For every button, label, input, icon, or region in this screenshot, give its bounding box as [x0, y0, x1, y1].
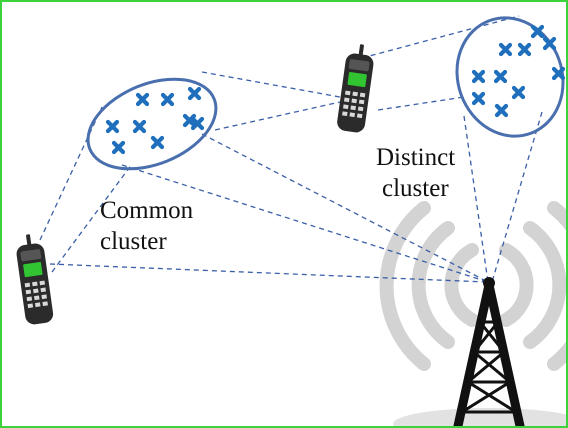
path-common-phone2-top — [201, 71, 341, 98]
x-mark-icon — [105, 119, 120, 134]
path-distinct-tower-1 — [463, 115, 489, 283]
path-common-phone2-bottom — [214, 101, 341, 131]
common-cluster-ellipse — [86, 77, 218, 171]
wave-right-inner — [499, 243, 534, 327]
x-mark-icon — [187, 86, 202, 101]
path-phone1-common-bottom — [51, 163, 133, 273]
mobile-phone-icon — [337, 44, 374, 133]
path-phone1-common-top — [39, 106, 103, 241]
x-mark-icon — [135, 92, 150, 107]
x-mark-icon — [111, 140, 126, 155]
x-mark-icon — [160, 92, 175, 107]
x-mark-icon — [471, 69, 486, 84]
cell-tower-icon — [453, 277, 525, 426]
wave-left-mid — [411, 221, 455, 349]
mobile-phone-icon — [16, 234, 54, 325]
path-phone2-distinct-top — [361, 15, 520, 59]
x-mark-icon — [498, 42, 513, 57]
path-common-tower-1 — [121, 164, 489, 283]
x-mark-icon — [530, 24, 545, 39]
distinct-label-line1: Distinct — [376, 144, 456, 171]
x-mark-icon — [190, 116, 205, 131]
wave-left-inner — [444, 243, 479, 327]
x-mark-icon — [511, 85, 526, 100]
x-mark-icon — [517, 42, 532, 57]
path-distinct-tower-2 — [491, 111, 543, 283]
x-mark-icon — [542, 36, 557, 51]
wave-right-mid — [523, 221, 566, 349]
x-mark-icon — [493, 69, 508, 84]
wave-left-outer — [379, 201, 431, 371]
x-mark-icon — [551, 66, 566, 81]
path-phone2-distinct-bottom — [377, 96, 465, 111]
x-mark-icon — [471, 91, 486, 106]
x-mark-icon — [150, 135, 165, 150]
common-label-line1: Common — [100, 197, 194, 224]
common-label-line2: cluster — [100, 228, 167, 255]
common-scatterers — [105, 86, 205, 155]
x-mark-icon — [132, 119, 147, 134]
propagation-paths — [39, 15, 543, 283]
x-mark-icon — [494, 103, 509, 118]
path-phone1-tower — [49, 263, 487, 283]
radio-waves — [379, 201, 566, 371]
distinct-cluster-label: Distinct cluster — [376, 142, 455, 204]
distinct-cluster-ellipse — [455, 16, 565, 138]
common-cluster-label: Common cluster — [100, 195, 193, 257]
distinct-label-line2: cluster — [382, 175, 449, 202]
distinct-scatterers — [471, 24, 566, 118]
